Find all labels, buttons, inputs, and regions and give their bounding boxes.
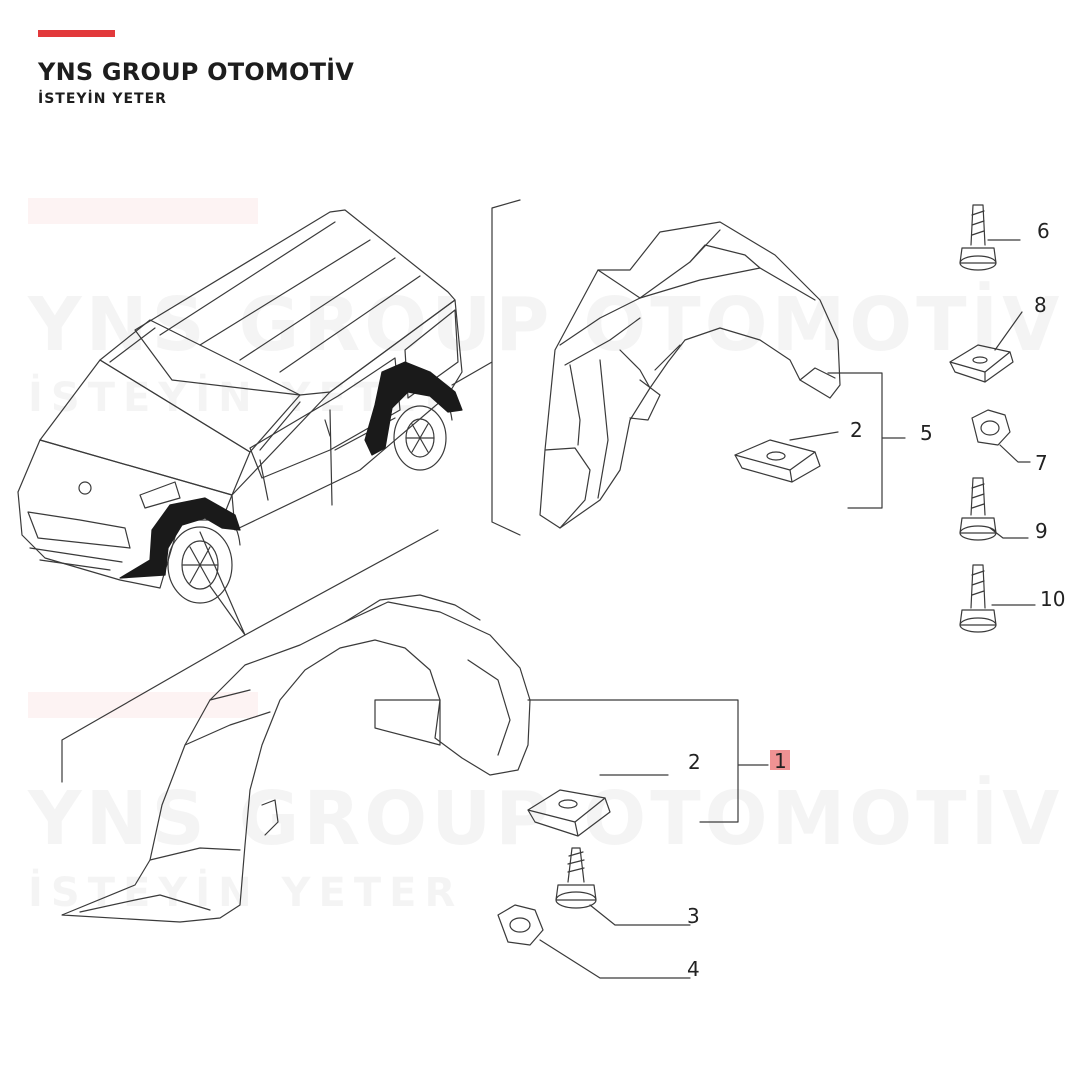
- callout-10: 10: [1040, 587, 1065, 611]
- callout-6: 6: [1037, 219, 1050, 243]
- leader-rear: [451, 199, 521, 536]
- leader-9: [989, 527, 1029, 539]
- screw-3: [555, 847, 597, 909]
- leader-3: [589, 904, 691, 926]
- leader-front: [61, 529, 439, 783]
- van-illustration: [17, 209, 463, 604]
- bracket-1: [527, 699, 769, 823]
- brand-title: YNS GROUP OTOMOTİV: [38, 58, 355, 86]
- callout-7: 7: [1035, 451, 1048, 475]
- bracket-5: [827, 372, 906, 509]
- clip-2-lower: [527, 789, 611, 837]
- rear-wheel-liner: [539, 221, 841, 529]
- callout-2-lower: 2: [688, 750, 701, 774]
- callout-1-highlight: [770, 750, 790, 770]
- callout-9: 9: [1035, 519, 1048, 543]
- callout-5: 5: [920, 421, 933, 445]
- clip-8: [949, 344, 1014, 383]
- callout-3: 3: [687, 904, 700, 928]
- brand-tagline: İSTEYİN YETER: [38, 91, 167, 107]
- clip-2-upper: [734, 439, 821, 483]
- leader-7: [999, 444, 1031, 463]
- screw-6: [959, 204, 997, 271]
- nut-4: [497, 904, 544, 946]
- rear-liner-highlight: [364, 361, 463, 456]
- leader-2-upper: [789, 431, 839, 441]
- leader-4: [539, 939, 691, 979]
- brand-accent-bar: [38, 30, 115, 37]
- watermark-bar-top: [28, 198, 258, 224]
- callout-4: 4: [687, 957, 700, 981]
- nut-7: [971, 409, 1011, 446]
- callout-8: 8: [1034, 293, 1047, 317]
- front-liner-highlight: [119, 497, 241, 579]
- front-wheel-liner: [61, 594, 531, 923]
- screw-10: [959, 564, 997, 633]
- leader-8: [994, 311, 1023, 351]
- callout-2-upper: 2: [850, 418, 863, 442]
- callout-1: 1: [774, 749, 787, 773]
- screw-9: [959, 477, 997, 541]
- watermark-bar-bottom: [28, 692, 258, 718]
